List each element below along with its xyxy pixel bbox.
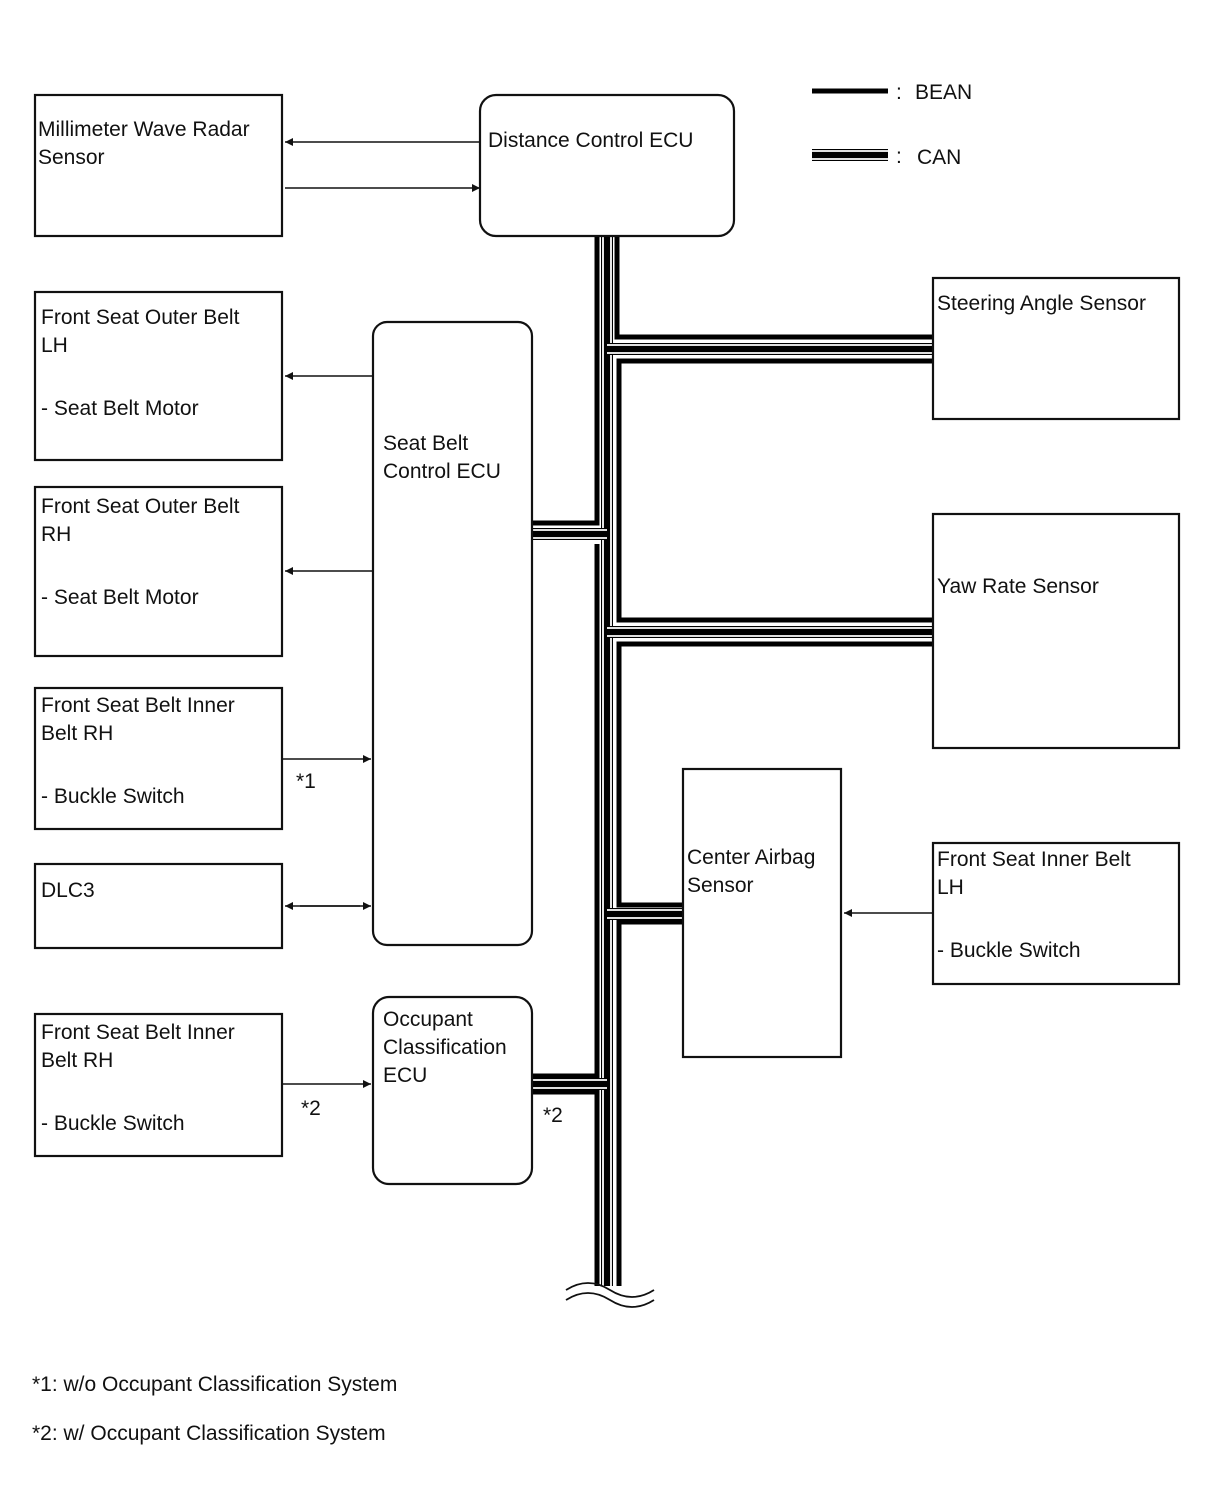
node-steering-angle-sensor-label-line: Steering Angle Sensor bbox=[937, 292, 1146, 315]
legend: : BEAN : CAN bbox=[812, 81, 972, 169]
bean-airbag-link bbox=[616, 641, 933, 908]
can-branch-occupant bbox=[532, 1078, 607, 1090]
bus-wiring bbox=[532, 236, 933, 1308]
continuation-break-icon bbox=[565, 1282, 655, 1308]
node-outer-belt-lh-label-line: LH bbox=[41, 334, 68, 357]
node-distance-ecu: Distance Control ECU bbox=[478, 93, 736, 238]
node-distance-ecu-label-line: Distance Control ECU bbox=[488, 129, 693, 152]
bean-steering-link bbox=[614, 236, 933, 340]
node-inner-belt-rh-2-label-line: Belt RH bbox=[41, 1049, 113, 1072]
bean-lower-link bbox=[616, 919, 683, 1286]
mark-2-bus: *2 bbox=[543, 1104, 563, 1127]
legend-can-line bbox=[812, 149, 888, 161]
bean-occupant-link bbox=[532, 544, 600, 1079]
bean-lower-trunk bbox=[532, 1089, 600, 1286]
signal-arrows bbox=[283, 138, 933, 1088]
node-outer-belt-lh-label-line: - Seat Belt Motor bbox=[41, 397, 199, 420]
node-inner-belt-rh-1-label-line: Belt RH bbox=[41, 722, 113, 745]
mark-1: *1 bbox=[296, 770, 316, 793]
legend-bean-separator: : bbox=[896, 81, 902, 104]
bean-yaw-link bbox=[616, 358, 933, 623]
can-trunk bbox=[601, 236, 613, 1286]
footnote-2: *2: w/ Occupant Classification System bbox=[32, 1422, 386, 1445]
node-inner-belt-rh-1-label-line: - Buckle Switch bbox=[41, 785, 185, 808]
node-seatbelt-ecu-label-line: Control ECU bbox=[383, 460, 501, 483]
node-radar-label-line: Millimeter Wave Radar bbox=[38, 118, 250, 141]
bean-seatbelt-link bbox=[532, 236, 600, 526]
node-center-airbag-sensor-label-line: Center Airbag bbox=[687, 846, 815, 869]
legend-bean-label: BEAN bbox=[915, 81, 972, 104]
node-outer-belt-lh-label-line: Front Seat Outer Belt bbox=[41, 306, 240, 329]
node-dlc3: DLC3 bbox=[33, 862, 284, 950]
node-dlc3-label: DLC3 bbox=[41, 879, 95, 902]
can-branch-seatbelt bbox=[532, 528, 607, 540]
legend-can-label: CAN bbox=[917, 146, 961, 169]
node-occupant-ecu-label-line: Occupant bbox=[383, 1008, 473, 1031]
legend-can-separator: : bbox=[896, 145, 902, 168]
node-occupant-ecu-label-line: ECU bbox=[383, 1064, 427, 1087]
node-inner-belt-rh-2-label-line: - Buckle Switch bbox=[41, 1112, 185, 1135]
node-inner-belt-lh-label-line: Front Seat Inner Belt bbox=[937, 848, 1131, 871]
node-inner-belt-lh-label-line: LH bbox=[937, 876, 964, 899]
mark-2-input: *2 bbox=[301, 1097, 321, 1120]
can-branch-yaw bbox=[607, 626, 933, 638]
node-yaw-rate-sensor-label-line: Yaw Rate Sensor bbox=[937, 575, 1099, 598]
node-yaw-rate-sensor: Yaw Rate Sensor bbox=[931, 512, 1181, 750]
can-branch-airbag bbox=[607, 908, 683, 920]
node-inner-belt-lh-label-line: - Buckle Switch bbox=[937, 939, 1081, 962]
node-inner-belt-rh-2-label-line: Front Seat Belt Inner bbox=[41, 1021, 235, 1044]
node-outer-belt-rh-label-line: - Seat Belt Motor bbox=[41, 586, 199, 609]
footnote-1: *1: w/o Occupant Classification System bbox=[32, 1373, 397, 1396]
node-center-airbag-sensor-label-line: Sensor bbox=[687, 874, 754, 897]
node-seatbelt-ecu-label-line: Seat Belt bbox=[383, 432, 468, 455]
node-radar-label-line: Sensor bbox=[38, 146, 105, 169]
node-occupant-ecu-label-line: Classification bbox=[383, 1036, 507, 1059]
node-outer-belt-rh-label-line: Front Seat Outer Belt bbox=[41, 495, 240, 518]
node-inner-belt-rh-1-label-line: Front Seat Belt Inner bbox=[41, 694, 235, 717]
node-yaw-rate-sensor-label: Yaw Rate Sensor bbox=[937, 575, 1099, 598]
node-distance-ecu-label: Distance Control ECU bbox=[488, 129, 693, 152]
node-outer-belt-rh-label-line: RH bbox=[41, 523, 71, 546]
node-dlc3-label-line: DLC3 bbox=[41, 879, 95, 902]
node-steering-angle-sensor-label: Steering Angle Sensor bbox=[937, 292, 1146, 315]
node-steering-angle-sensor: Steering Angle Sensor bbox=[931, 276, 1181, 421]
can-branch-steering bbox=[607, 343, 933, 355]
